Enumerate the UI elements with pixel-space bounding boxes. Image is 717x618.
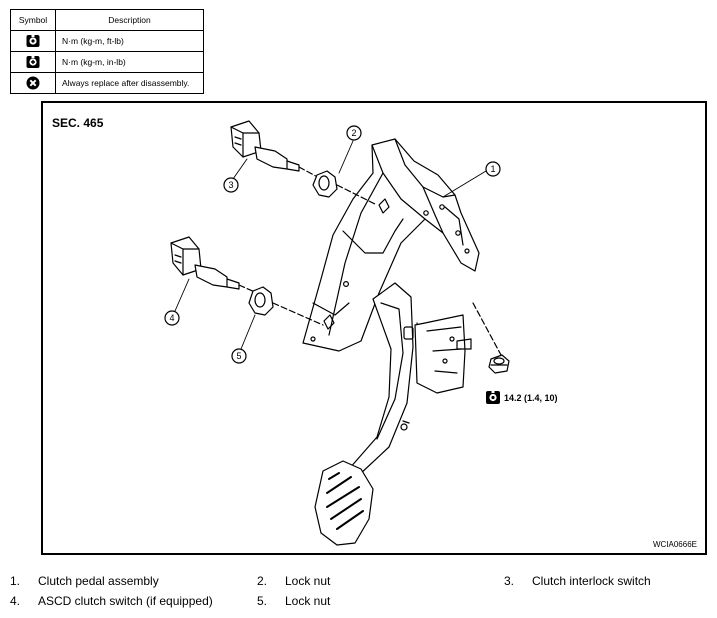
clutch-pedal-bracket xyxy=(302,138,480,352)
always-replace-icon xyxy=(26,76,40,90)
torque-wrench-in-lb-icon xyxy=(26,55,40,69)
part-number: 5. xyxy=(257,594,268,608)
pedal-mount-bolt xyxy=(488,354,510,374)
part-number: 2. xyxy=(257,574,268,588)
part-name: Lock nut xyxy=(285,594,331,608)
part-name: Lock nut xyxy=(285,574,331,588)
legend-description: Always replace after disassembly. xyxy=(55,72,204,94)
clutch-pedal-arm xyxy=(348,282,472,476)
callout-label-1: 1 xyxy=(490,164,495,174)
legend-header-row: Symbol Description xyxy=(10,9,204,31)
clutch-pedal-pad xyxy=(314,460,374,546)
callout-label-3: 3 xyxy=(228,180,233,190)
torque-wrench-ft-lb-icon xyxy=(26,34,40,48)
torque-wrench-ft-lb-icon xyxy=(486,390,500,404)
parts-list-item: 4. ASCD clutch switch (if equipped) xyxy=(10,594,213,608)
legend-description: N·m (kg-m, ft-lb) xyxy=(55,30,204,52)
callout-label-2: 2 xyxy=(351,128,356,138)
callout-label-4: 4 xyxy=(169,313,174,323)
callout-5 xyxy=(231,314,256,364)
part-number: 3. xyxy=(504,574,515,588)
legend-header-description: Description xyxy=(55,9,204,31)
part-number: 4. xyxy=(10,594,21,608)
clutch-interlock-switch xyxy=(230,120,326,182)
callout-label-5: 5 xyxy=(236,351,241,361)
section-label: SEC. 465 xyxy=(52,116,104,130)
legend-row: N·m (kg-m, ft-lb) xyxy=(10,30,204,52)
callout-2 xyxy=(338,125,362,174)
parts-list-item: 3. Clutch interlock switch xyxy=(504,574,651,588)
legend-row: Always replace after disassembly. xyxy=(10,72,204,94)
lock-nut-lower xyxy=(248,286,324,326)
part-name: Clutch pedal assembly xyxy=(38,574,159,588)
parts-list-item: 2. Lock nut xyxy=(257,574,330,588)
parts-list-item: 5. Lock nut xyxy=(257,594,330,608)
legend-row: N·m (kg-m, in-lb) xyxy=(10,51,204,73)
part-name: Clutch interlock switch xyxy=(532,574,651,588)
clutch-pedal-figure: SEC. 465 xyxy=(41,101,707,555)
symbol-legend-table: Symbol Description N·m (kg-m, ft-lb) N·m… xyxy=(10,9,204,94)
parts-list-item: 1. Clutch pedal assembly xyxy=(10,574,159,588)
torque-spec-label: 14.2 (1.4, 10) xyxy=(504,393,558,403)
callout-3 xyxy=(223,158,248,193)
lock-nut-upper xyxy=(312,170,378,206)
clutch-pedal-drawing: 1 2 3 4 5 xyxy=(164,120,510,546)
part-name: ASCD clutch switch (if equipped) xyxy=(38,594,213,608)
legend-description: N·m (kg-m, in-lb) xyxy=(55,51,204,73)
part-number: 1. xyxy=(10,574,21,588)
bolt-guide-line xyxy=(472,302,502,356)
legend-header-symbol: Symbol xyxy=(10,9,56,31)
callout-4 xyxy=(164,278,190,326)
figure-code: WCIA0666E xyxy=(652,540,697,549)
callout-1 xyxy=(442,161,501,198)
ascd-clutch-switch xyxy=(170,236,258,294)
